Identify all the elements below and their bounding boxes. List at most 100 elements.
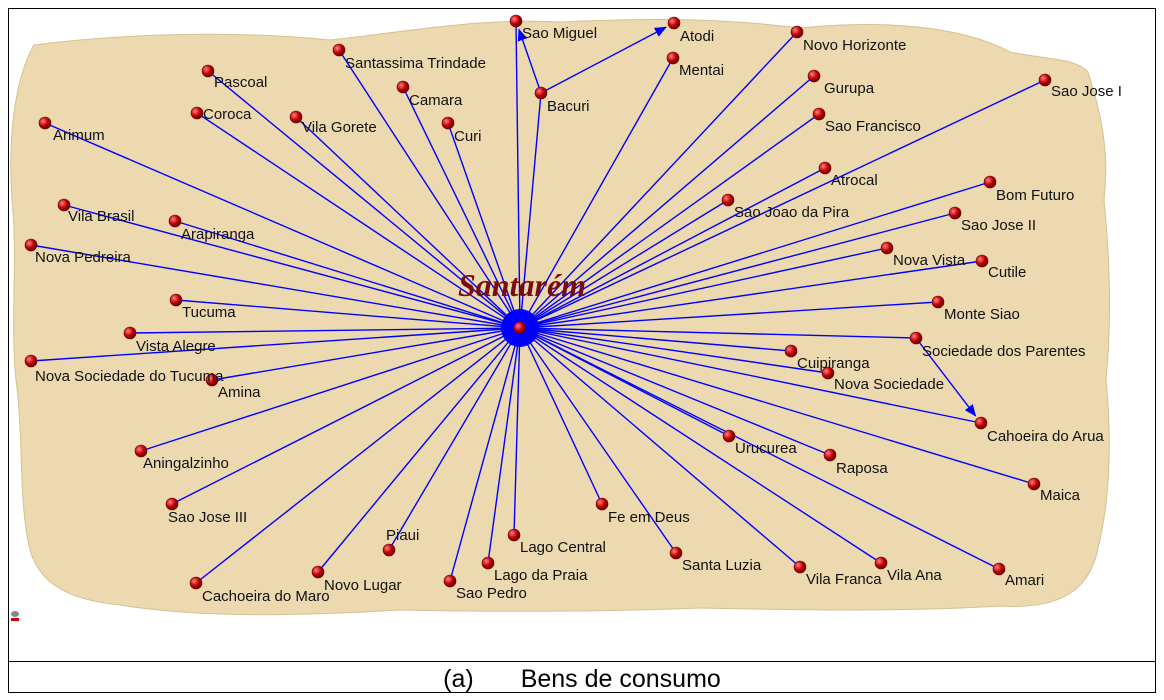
node-cuipiranga [784,344,798,358]
figure-caption: (a) Bens de consumo [8,664,1156,694]
node-gurupa [807,69,821,83]
node-label-nova-sociedade-do-tucuma: Nova Sociedade do Tucuma [35,368,224,385]
edge-santarem-cutile [519,260,983,329]
node-raposa [823,448,837,462]
node-lago-da-praia [481,556,495,570]
node-label-tucuma: Tucuma [182,304,236,321]
edge-santarem-nova-vista [519,247,888,329]
node-nova-sociedade-do-tucuma [24,354,38,368]
edge-santarem-arimum [44,122,521,329]
node-label-novo-lugar: Novo Lugar [324,577,402,594]
node-sao-jose-ii [948,206,962,220]
edge-santarem-arapiranga [174,220,521,329]
edge-santarem-sao-miguel [515,20,521,329]
node-label-amina: Amina [218,384,261,401]
node-label-bacuri: Bacuri [547,98,590,115]
edge-santarem-maica [519,327,1035,485]
node-curi [441,116,455,130]
node-nova-pedreira [24,238,38,252]
edge-santarem-nova-sociedade-do-tucuma [30,327,521,362]
node-arimum [38,116,52,130]
node-label-vila-franca: Vila Franca [806,571,882,588]
edge-santarem-sao-jose-ii [519,212,956,329]
edge-santarem-lago-da-praia [487,327,521,564]
node-label-monte-siao: Monte Siao [944,306,1020,323]
node-label-atodi: Atodi [680,28,714,45]
edge-santarem-novo-lugar [317,327,521,573]
node-label-amari: Amari [1005,572,1044,589]
edge-santarem-bom-futuro [519,181,991,329]
hub-node [514,322,526,334]
edge-santarem-novo-horizonte [519,31,798,329]
node-label-sao-jose-iii: Sao Jose III [168,509,247,526]
edge-santarem-cahoeira-do-arua [519,327,982,424]
node-sao-joao-da-pira [721,193,735,207]
edge-santarem-sao-jose-i [519,79,1046,329]
caption-divider [8,661,1156,662]
edge-santarem-vista-alegre [129,327,521,334]
edge-santarem-sao-joao-da-pira [519,199,729,329]
node-santa-luzia [669,546,683,560]
node-sao-francisco [812,107,826,121]
edge-santarem-nova-pedreira [30,244,521,329]
edge-santarem-bacuri [519,92,542,329]
logo-icon [11,611,19,621]
node-cahoeira-do-arua [974,416,988,430]
edge-santarem-vila-gorete [295,116,521,329]
node-label-sociedade-dos-parentes: Sociedade dos Parentes [922,343,1085,360]
node-bacuri [534,86,548,100]
node-label-sao-francisco: Sao Francisco [825,118,921,135]
node-label-lago-da-praia: Lago da Praia [494,567,588,584]
node-sao-jose-iii [165,497,179,511]
edge-santarem-mentai [519,57,674,329]
edge-santarem-santa-luzia [519,327,677,554]
node-label-nova-pedreira: Nova Pedreira [35,249,132,266]
node-aningalzinho [134,444,148,458]
node-label-nova-vista: Nova Vista [893,252,966,269]
edge-santarem-amina [211,327,521,381]
node-label-cutile: Cutile [988,264,1026,281]
node-atrocal [818,161,832,175]
edge-sociedade-dos-parentes-cahoeira-do-arua [915,337,977,417]
node-novo-horizonte [790,25,804,39]
edge-santarem-vila-ana [519,327,882,564]
edge-santarem-amari [519,327,1000,570]
node-piaui [382,543,396,557]
node-vista-alegre [123,326,137,340]
node-label-vila-brasil: Vila Brasil [68,208,134,225]
edge-santarem-lago-central [513,327,521,536]
node-atodi [667,16,681,30]
node-label-bom-futuro: Bom Futuro [996,187,1074,204]
edge-santarem-sociedade-dos-parentes [519,327,917,339]
edge-bacuri-sao-miguel [517,28,542,94]
node-label-santassima-trindade: Santassima Trindade [345,55,486,72]
node-sociedade-dos-parentes [909,331,923,345]
edge-santarem-vila-franca [519,327,801,568]
node-vila-brasil [57,198,71,212]
edge-santarem-fe-em-deus [519,327,603,505]
node-label-gurupa: Gurupa [824,80,875,97]
node-label-sao-jose-ii: Sao Jose II [961,217,1036,234]
node-nova-vista [880,241,894,255]
node-monte-siao [931,295,945,309]
node-santassima-trindade [332,43,346,57]
node-cachoeira-do-maro [189,576,203,590]
node-fe-em-deus [595,497,609,511]
node-novo-lugar [311,565,325,579]
node-label-coroca: Coroca [203,106,252,123]
frame-border [8,8,1156,693]
edge-santarem-santassima-trindade [338,49,521,329]
edge-santarem-camara [402,86,521,329]
node-label-raposa: Raposa [836,460,888,477]
node-label-mentai: Mentai [679,62,724,79]
node-coroca [190,106,204,120]
node-sao-jose-i [1038,73,1052,87]
node-label-fe-em-deus: Fe em Deus [608,509,690,526]
node-nova-sociedade [821,366,835,380]
node-label-lago-central: Lago Central [520,539,606,556]
node-label-sao-pedro: Sao Pedro [456,585,527,602]
edge-santarem-atrocal [519,167,826,329]
node-label-vila-gorete: Vila Gorete [302,119,377,136]
edge-santarem-monte-siao [519,301,939,329]
edge-bacuri-atodi [540,26,667,94]
